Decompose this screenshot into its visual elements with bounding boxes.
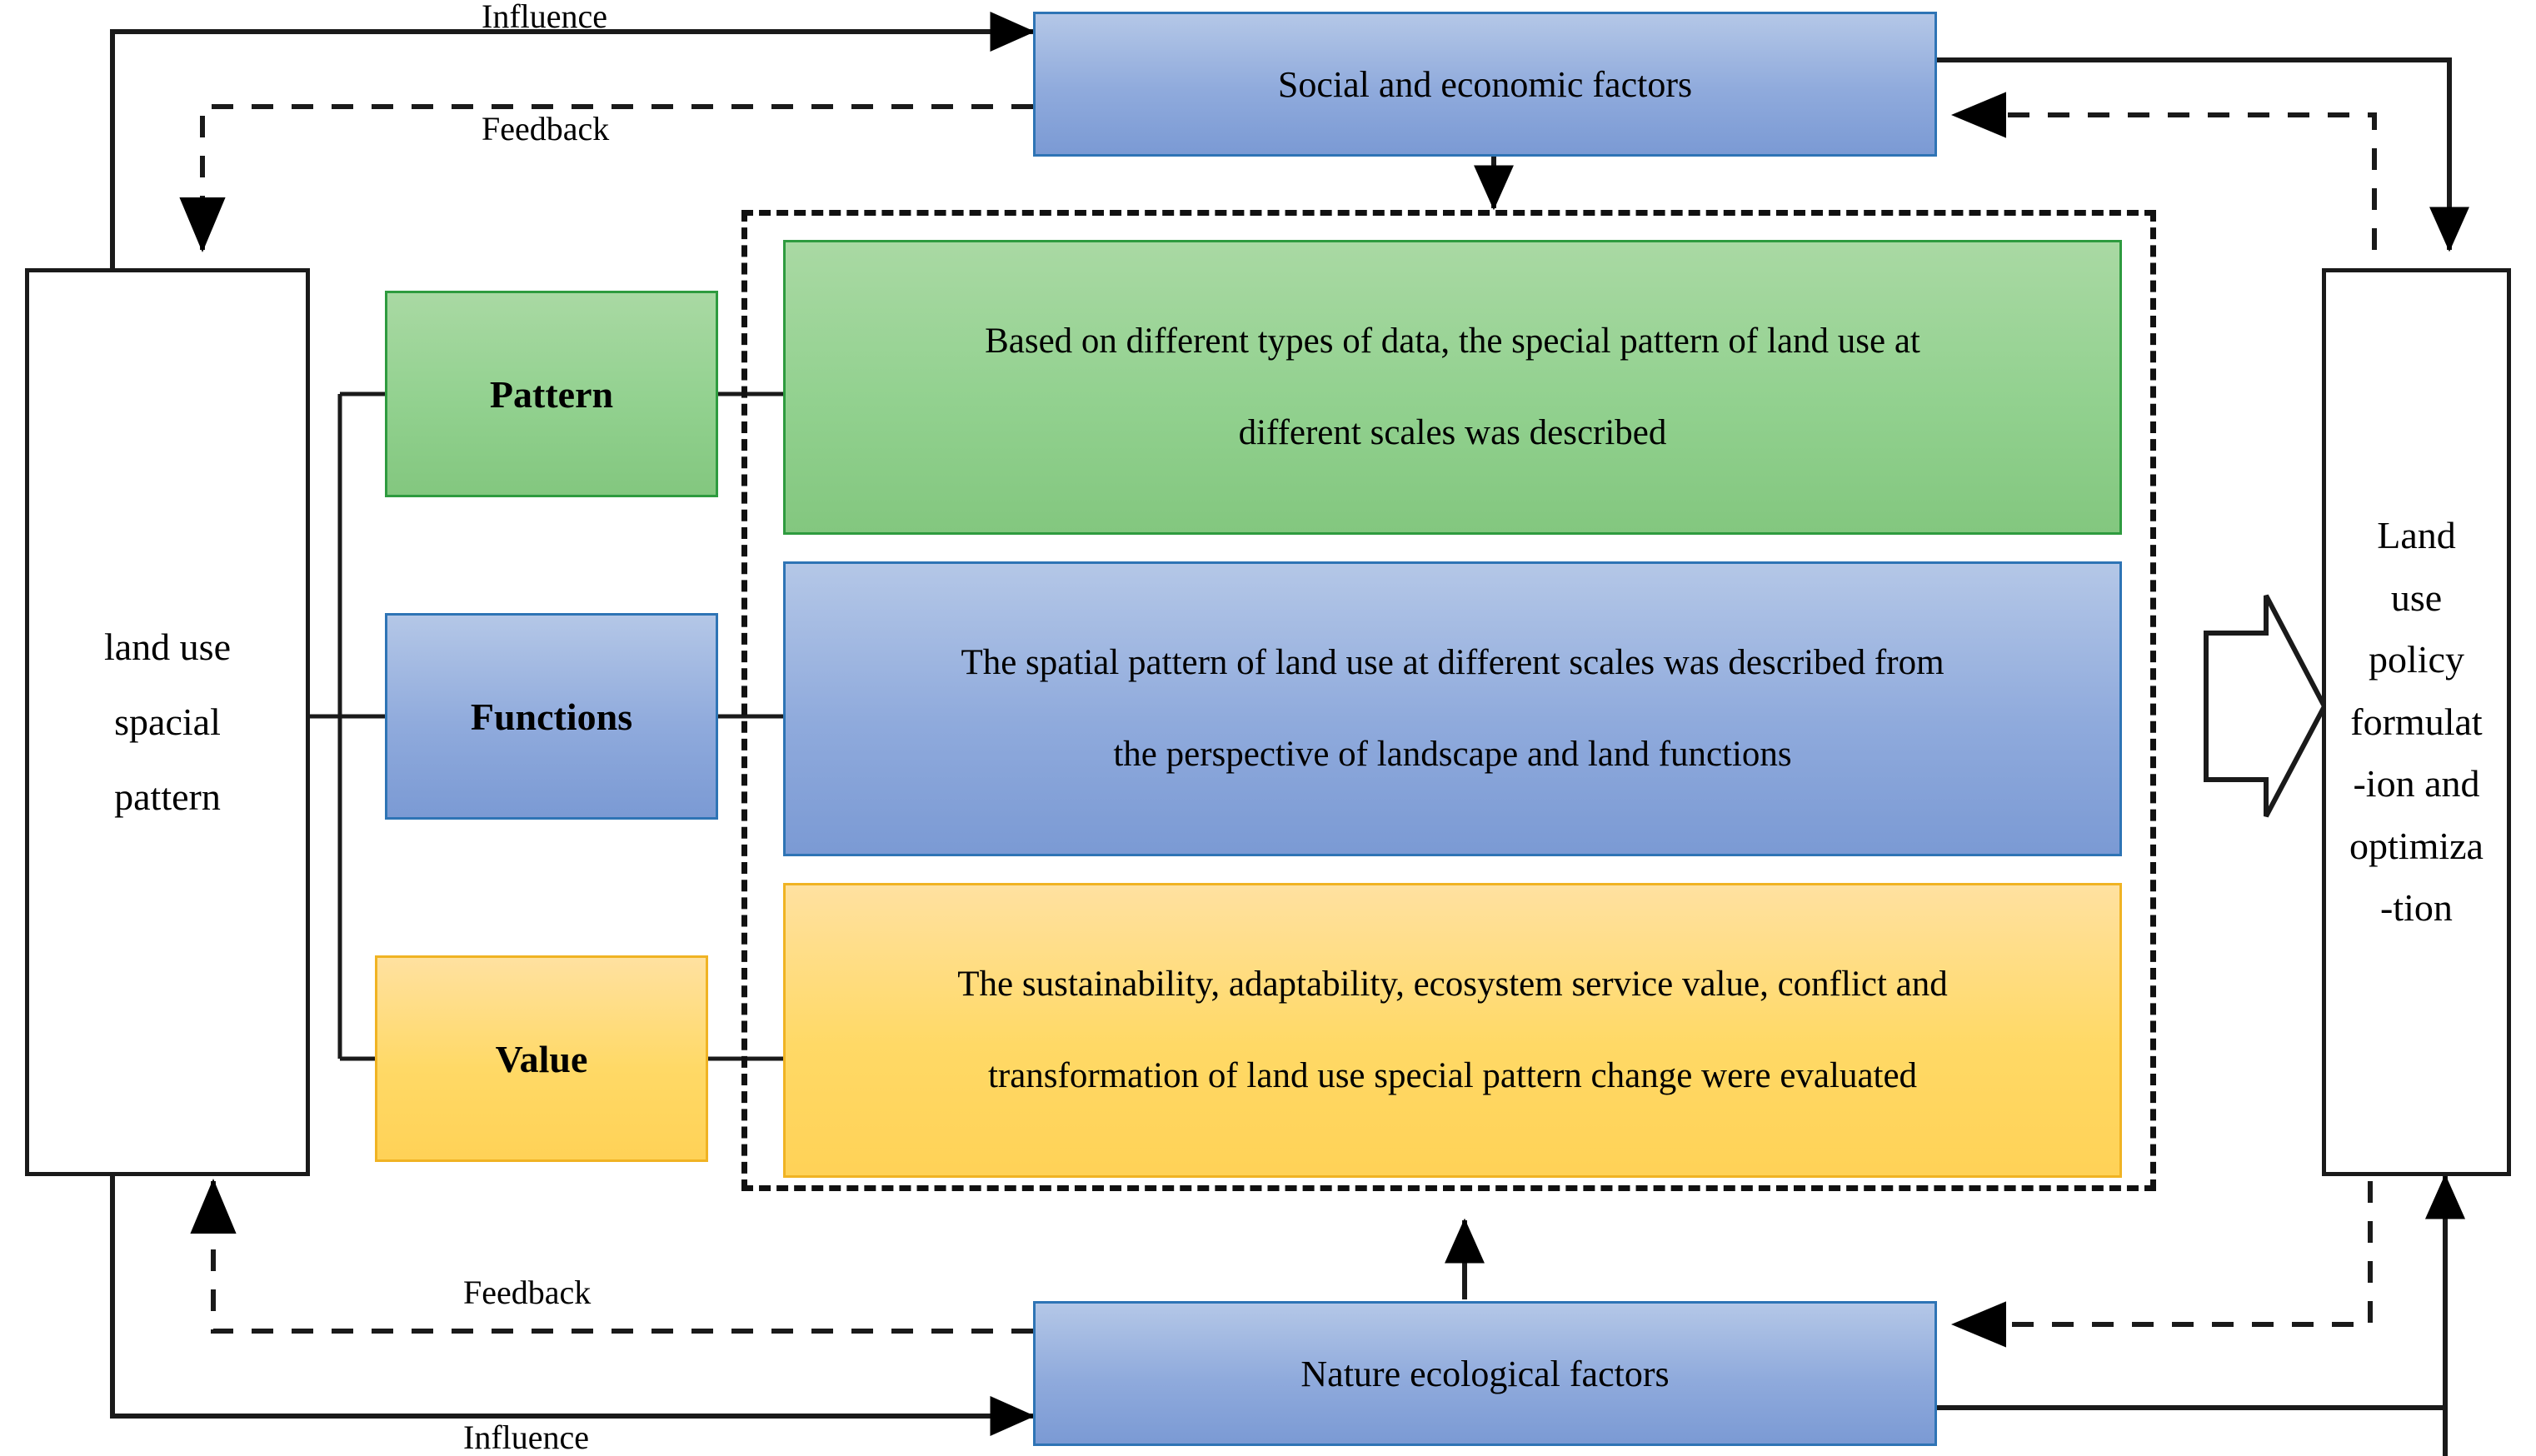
chip-value-label: Value bbox=[495, 1037, 588, 1080]
left-terminal-line-3: pattern bbox=[114, 775, 221, 818]
block-arrow-to-policy bbox=[2204, 594, 2328, 818]
edge-label-influence-top: Influence bbox=[482, 0, 608, 35]
node-land-use-policy-formulation[interactable]: Land use policy formulat -ion and optimi… bbox=[2322, 268, 2511, 1176]
node-nature-ecological-factors[interactable]: Nature ecological factors bbox=[1033, 1301, 1937, 1446]
right-terminal-line-5: -ion and bbox=[2353, 762, 2480, 805]
edge-label-feedback-bottom: Feedback bbox=[463, 1274, 592, 1311]
research-scope-group bbox=[741, 210, 2156, 1191]
panel-functions-line-1: The spatial pattern of land use at diffe… bbox=[961, 643, 1944, 683]
chip-value[interactable]: Value bbox=[375, 955, 708, 1162]
panel-functions-description[interactable]: The spatial pattern of land use at diffe… bbox=[783, 561, 2122, 856]
panel-value-line-1: The sustainability, adaptability, ecosys… bbox=[957, 965, 1948, 1005]
nature-ecological-factors-label: Nature ecological factors bbox=[1300, 1353, 1670, 1394]
panel-pattern-description[interactable]: Based on different types of data, the sp… bbox=[783, 240, 2122, 535]
edge-policy-to-bottom-factor bbox=[1951, 1181, 2373, 1348]
right-terminal-line-1: Land bbox=[2377, 514, 2456, 557]
panel-functions-line-2: the perspective of landscape and land fu… bbox=[1113, 735, 1792, 774]
left-terminal-line-2: spacial bbox=[114, 701, 221, 744]
node-social-economic-factors[interactable]: Social and economic factors bbox=[1033, 12, 1937, 157]
chip-functions[interactable]: Functions bbox=[385, 613, 718, 820]
edge-label-influence-bottom: Influence bbox=[463, 1419, 590, 1456]
panel-value-description[interactable]: The sustainability, adaptability, ecosys… bbox=[783, 883, 2122, 1178]
panel-pattern-line-2: different scales was described bbox=[1238, 413, 1667, 452]
panel-value-line-2: transformation of land use special patte… bbox=[987, 1056, 1918, 1095]
node-land-use-spatial-pattern[interactable]: land use spacial pattern bbox=[25, 268, 310, 1176]
edge-feedback-bottom bbox=[190, 1179, 1033, 1334]
chip-pattern-label: Pattern bbox=[489, 372, 614, 416]
left-terminal-line-1: land use bbox=[103, 626, 231, 669]
panel-pattern-line-1: Based on different types of data, the sp… bbox=[985, 322, 1920, 362]
right-terminal-line-4: formulat bbox=[2350, 700, 2483, 743]
right-terminal-line-6: optimiza bbox=[2349, 824, 2484, 867]
right-terminal-line-7: -tion bbox=[2380, 886, 2453, 930]
social-economic-factors-label: Social and economic factors bbox=[1277, 63, 1693, 105]
chip-functions-label: Functions bbox=[470, 695, 633, 738]
edge-bottom-factor-to-policy bbox=[2425, 1174, 2465, 1456]
right-terminal-line-2: use bbox=[2390, 576, 2443, 619]
chip-pattern[interactable]: Pattern bbox=[385, 291, 718, 497]
right-terminal-line-3: policy bbox=[2369, 638, 2464, 681]
edge-label-feedback-top: Feedback bbox=[482, 110, 610, 147]
